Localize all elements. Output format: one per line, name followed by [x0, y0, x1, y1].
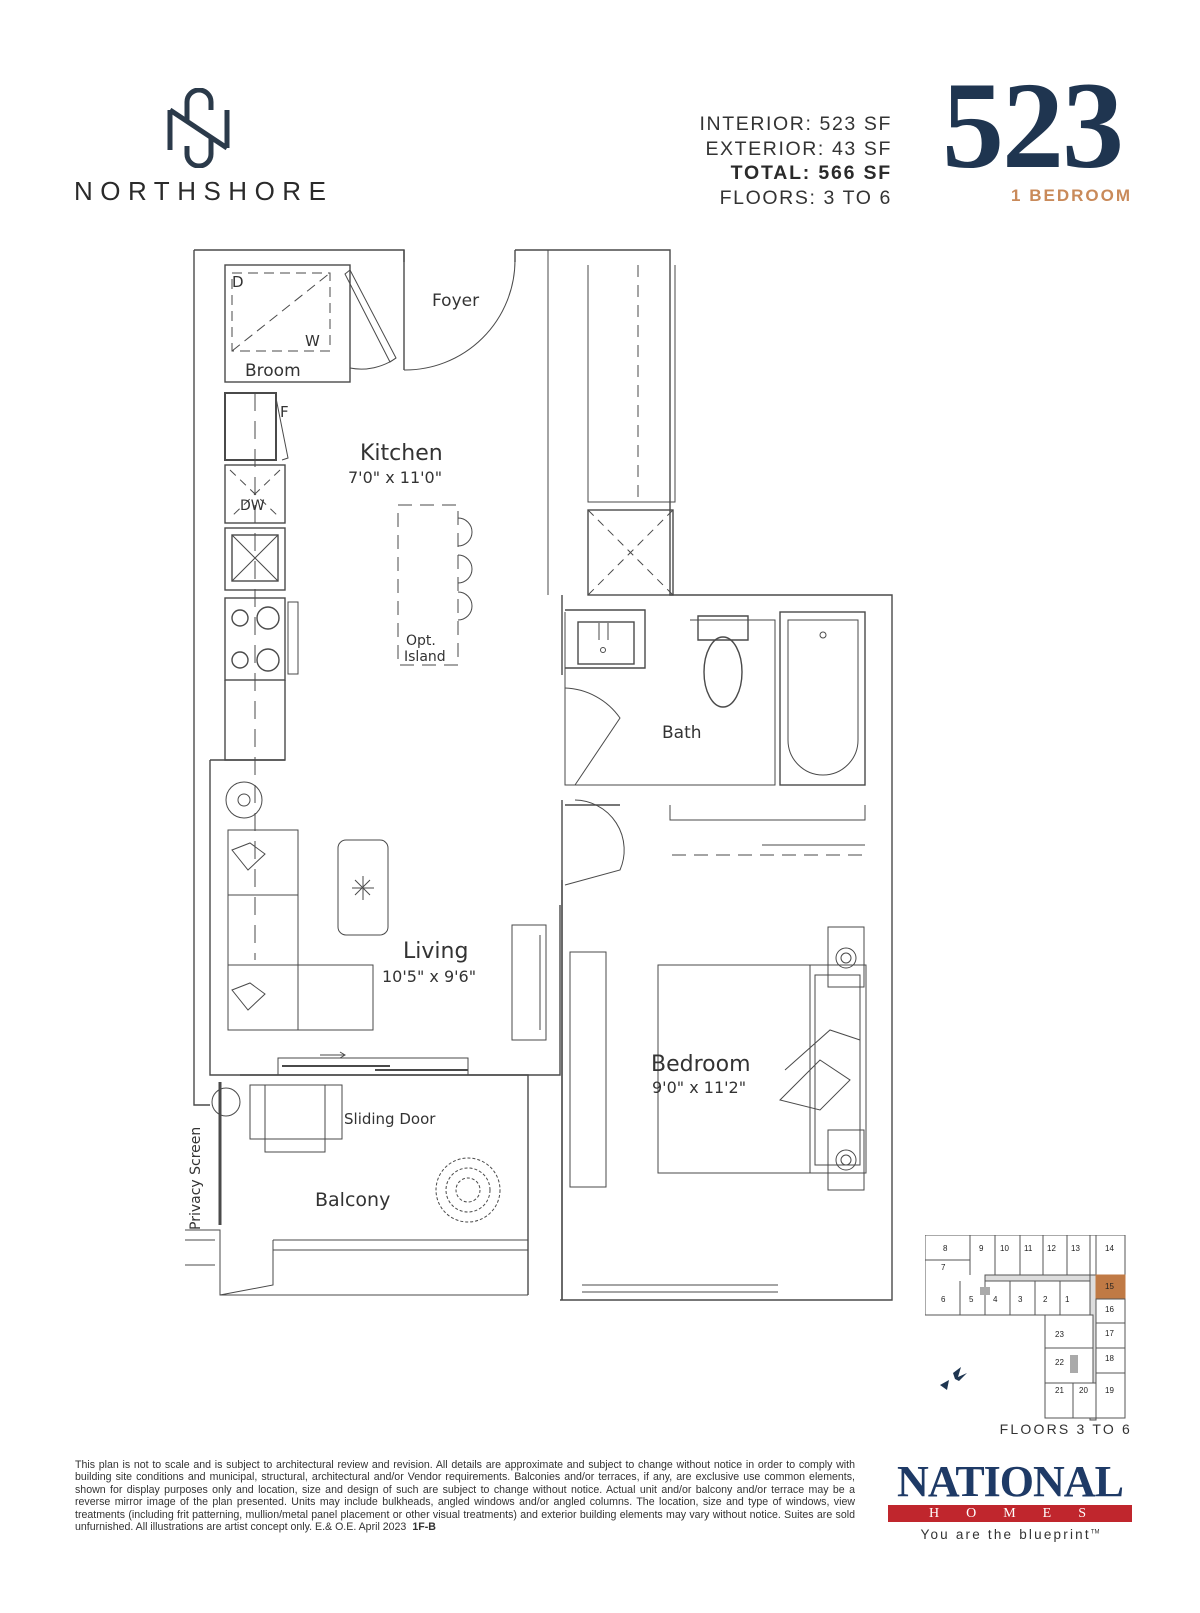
- svg-text:3: 3: [1018, 1295, 1023, 1304]
- key-plan-floors-label: FLOORS 3 TO 6: [999, 1421, 1132, 1437]
- living-dims: 10'5" x 9'6": [382, 967, 476, 986]
- suite-number: 523: [942, 57, 1124, 194]
- svg-text:13: 13: [1071, 1244, 1080, 1253]
- balcony-label: Balcony: [315, 1189, 390, 1211]
- fridge-label: F: [280, 403, 289, 421]
- builder-sub: HOMES: [888, 1505, 1132, 1522]
- interior-area: INTERIOR: 523 SF: [699, 113, 892, 135]
- ns-monogram-icon: [167, 88, 230, 168]
- svg-text:18: 18: [1105, 1354, 1114, 1363]
- living-label: Living: [403, 939, 468, 964]
- island-label-1: Opt.: [406, 633, 436, 649]
- disclaimer-text: This plan is not to scale and is subject…: [75, 1459, 855, 1534]
- svg-text:12: 12: [1047, 1244, 1056, 1253]
- svg-text:6: 6: [941, 1295, 946, 1304]
- svg-text:2: 2: [1043, 1295, 1048, 1304]
- svg-text:4: 4: [993, 1295, 998, 1304]
- svg-text:16: 16: [1105, 1305, 1114, 1314]
- disclaimer: This plan is not to scale and is subject…: [75, 1459, 855, 1533]
- tagline-text: You are the blueprint: [920, 1527, 1091, 1542]
- dryer-label: D: [232, 273, 244, 291]
- builder-name: NATIONAL: [897, 1457, 1124, 1506]
- broom-label: Broom: [245, 361, 301, 381]
- bedroom-dims: 9'0" x 11'2": [652, 1078, 746, 1097]
- exterior-area: EXTERIOR: 43 SF: [705, 137, 892, 160]
- floor-plan: D W Broom Foyer F DW Kitchen 7'0" x 11'0…: [185, 249, 893, 1301]
- svg-text:23: 23: [1055, 1330, 1064, 1339]
- svg-text:11: 11: [1024, 1244, 1033, 1253]
- svg-text:21: 21: [1055, 1386, 1064, 1395]
- island-label-2: Island: [404, 649, 446, 665]
- svg-text:1: 1: [1065, 1295, 1070, 1304]
- unit-specs: INTERIOR: 523 SF EXTERIOR: 43 SF TOTAL: …: [700, 112, 892, 210]
- svg-text:10: 10: [1000, 1244, 1009, 1253]
- dishwasher-label: DW: [240, 498, 265, 514]
- privacy-screen-label: Privacy Screen: [188, 1127, 204, 1230]
- svg-text:20: 20: [1079, 1386, 1088, 1395]
- svg-text:7: 7: [941, 1263, 946, 1272]
- washer-label: W: [305, 332, 320, 350]
- north-arrow-icon: [940, 1367, 967, 1390]
- bedroom-label: Bedroom: [651, 1052, 751, 1077]
- brand-wordmark: NORTHSHORE: [74, 176, 334, 206]
- foyer-label: Foyer: [432, 291, 479, 311]
- kitchen-dims: 7'0" x 11'0": [348, 468, 442, 487]
- svg-text:5: 5: [969, 1295, 974, 1304]
- bath-label: Bath: [662, 723, 702, 743]
- plan-code: 1F-B: [412, 1521, 436, 1534]
- kitchen-label: Kitchen: [360, 441, 443, 466]
- builder-logo: NATIONAL HOMES You are the blueprintTM: [888, 1460, 1132, 1542]
- svg-text:17: 17: [1105, 1329, 1114, 1338]
- total-area: TOTAL: 566 SF: [730, 162, 892, 184]
- svg-text:14: 14: [1105, 1244, 1114, 1253]
- sliding-door-label: Sliding Door: [344, 1110, 436, 1128]
- suite-type: 1 BEDROOM: [1011, 186, 1132, 205]
- builder-tagline: You are the blueprintTM: [888, 1527, 1132, 1542]
- floors-range: FLOORS: 3 TO 6: [719, 186, 892, 209]
- svg-text:19: 19: [1105, 1386, 1114, 1395]
- svg-text:9: 9: [979, 1244, 984, 1253]
- svg-text:22: 22: [1055, 1358, 1064, 1367]
- svg-text:8: 8: [943, 1244, 948, 1253]
- trademark: TM: [1090, 1529, 1100, 1536]
- svg-text:15: 15: [1105, 1282, 1114, 1291]
